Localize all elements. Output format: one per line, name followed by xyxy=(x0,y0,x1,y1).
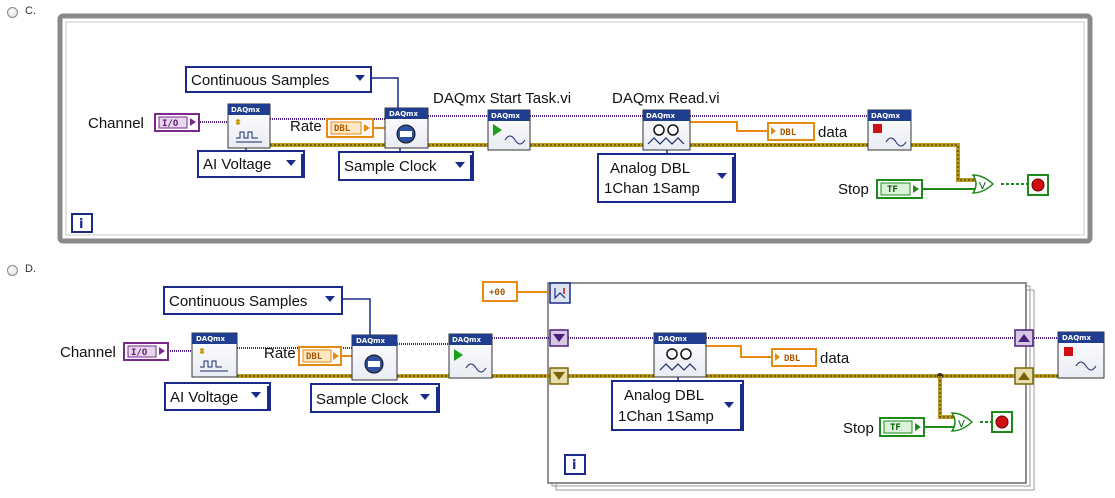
create-channel-vi-c[interactable]: DAQmx xyxy=(227,103,271,149)
read-mode-ring-c[interactable]: Analog DBL 1Chan 1Samp xyxy=(597,153,736,203)
diagram-c: Channel I/O DAQmx AI Voltage Continuous xyxy=(57,13,1093,244)
ai-voltage-ring-c[interactable]: AI Voltage xyxy=(197,150,305,178)
svg-text:+00: +00 xyxy=(489,288,505,298)
svg-text:DAQmx: DAQmx xyxy=(389,110,418,118)
read-vi-c[interactable]: DAQmx xyxy=(642,109,691,151)
svg-text:DAQmx: DAQmx xyxy=(491,112,520,120)
ai-voltage-ring-d[interactable]: AI Voltage xyxy=(164,382,271,411)
read-vi-d[interactable]: DAQmx xyxy=(653,332,707,378)
stop-control-d[interactable]: TF xyxy=(879,417,925,437)
svg-text:DBL: DBL xyxy=(780,128,797,138)
option-d-label: D. xyxy=(25,263,36,275)
svg-text:V: V xyxy=(958,419,965,430)
svg-text:V: V xyxy=(979,181,986,192)
rate-control-c[interactable]: DBL xyxy=(326,118,374,138)
svg-text:I/O: I/O xyxy=(131,348,148,358)
svg-text:AI Voltage: AI Voltage xyxy=(203,156,271,173)
stop-label-c: Stop xyxy=(838,181,869,198)
wait-icon-d xyxy=(549,282,571,304)
rate-label-d: Rate xyxy=(264,345,296,362)
data-label-d: data xyxy=(820,350,850,367)
rate-control-d[interactable]: DBL xyxy=(298,346,342,366)
svg-text:AI Voltage: AI Voltage xyxy=(170,389,238,406)
timing-vi-d[interactable]: DAQmx xyxy=(351,334,398,381)
stop-task-vi-c[interactable]: DAQmx xyxy=(867,109,912,151)
read-caption-c: DAQmx Read.vi xyxy=(612,90,720,107)
start-task-vi-c[interactable]: DAQmx xyxy=(487,109,531,151)
sample-clock-ring-d[interactable]: Sample Clock xyxy=(310,383,440,413)
data-indicator-d: DBL xyxy=(771,348,817,367)
svg-text:DAQmx: DAQmx xyxy=(196,335,225,343)
svg-text:1Chan 1Samp: 1Chan 1Samp xyxy=(618,408,714,425)
option-d-radio[interactable] xyxy=(7,265,18,276)
or-gate-d: V xyxy=(950,412,974,432)
or-gate-icon: V xyxy=(971,174,995,194)
io-constant-c[interactable]: I/O xyxy=(154,113,200,132)
svg-text:DAQmx: DAQmx xyxy=(452,336,481,344)
svg-text:DAQmx: DAQmx xyxy=(1062,334,1091,342)
data-label-c: data xyxy=(818,124,848,141)
svg-text:DAQmx: DAQmx xyxy=(231,106,260,114)
svg-text:I/O: I/O xyxy=(162,119,179,129)
shift-register-right-d xyxy=(1014,329,1034,385)
svg-text:Analog DBL: Analog DBL xyxy=(624,387,704,404)
loop-timing-constant-d[interactable]: +00 xyxy=(482,281,518,302)
svg-text:DBL: DBL xyxy=(334,124,351,134)
sample-mode-ring-d[interactable]: Continuous Samples xyxy=(163,286,343,315)
option-c-label: C. xyxy=(25,5,36,17)
loop-condition-d xyxy=(991,411,1013,433)
sample-clock-ring-c[interactable]: Sample Clock xyxy=(338,151,474,181)
svg-text:TF: TF xyxy=(890,423,901,433)
svg-text:i: i xyxy=(79,217,83,232)
sample-mode-ring-c[interactable]: Continuous Samples xyxy=(185,66,372,93)
rate-label-c: Rate xyxy=(290,118,322,135)
svg-text:1Chan 1Samp: 1Chan 1Samp xyxy=(604,180,700,197)
svg-text:Continuous Samples: Continuous Samples xyxy=(191,72,329,89)
svg-text:DBL: DBL xyxy=(784,354,801,364)
shift-register-icon xyxy=(549,329,569,385)
create-channel-vi-d[interactable]: DAQmx xyxy=(191,332,238,378)
svg-text:DAQmx: DAQmx xyxy=(356,337,385,345)
svg-text:DAQmx: DAQmx xyxy=(658,335,687,343)
data-indicator-c: DBL xyxy=(767,122,815,141)
channel-label-d: Channel xyxy=(60,344,116,361)
svg-text:DAQmx: DAQmx xyxy=(871,112,900,120)
svg-text:DAQmx: DAQmx xyxy=(646,112,675,120)
svg-text:Sample Clock: Sample Clock xyxy=(316,391,409,408)
stop-label-d: Stop xyxy=(843,420,874,437)
io-constant-d[interactable]: I/O xyxy=(123,342,169,361)
stop-task-vi-d[interactable]: DAQmx xyxy=(1057,331,1105,379)
info-icon-d: i xyxy=(564,454,586,475)
stop-control-c[interactable]: TF xyxy=(876,179,923,199)
svg-text:Analog DBL: Analog DBL xyxy=(610,160,690,177)
svg-text:DBL: DBL xyxy=(306,352,323,362)
svg-text:Sample Clock: Sample Clock xyxy=(344,158,437,175)
diagram-d: Channel I/O DAQmx AI Voltage Continuous … xyxy=(60,281,1105,491)
option-c-radio[interactable] xyxy=(7,7,18,18)
start-task-caption-c: DAQmx Start Task.vi xyxy=(433,90,571,107)
svg-text:TF: TF xyxy=(887,185,898,195)
info-icon: i xyxy=(71,213,93,233)
timing-vi-c[interactable]: DAQmx xyxy=(384,107,429,149)
svg-text:Continuous Samples: Continuous Samples xyxy=(169,293,307,310)
channel-label-c: Channel xyxy=(88,115,144,132)
svg-text:i: i xyxy=(572,458,576,473)
start-task-vi-d[interactable]: DAQmx xyxy=(448,333,493,379)
while-loop-c xyxy=(57,13,1093,244)
stop-indicator-icon xyxy=(1027,174,1049,196)
read-mode-ring-d[interactable]: Analog DBL 1Chan 1Samp xyxy=(611,380,744,431)
